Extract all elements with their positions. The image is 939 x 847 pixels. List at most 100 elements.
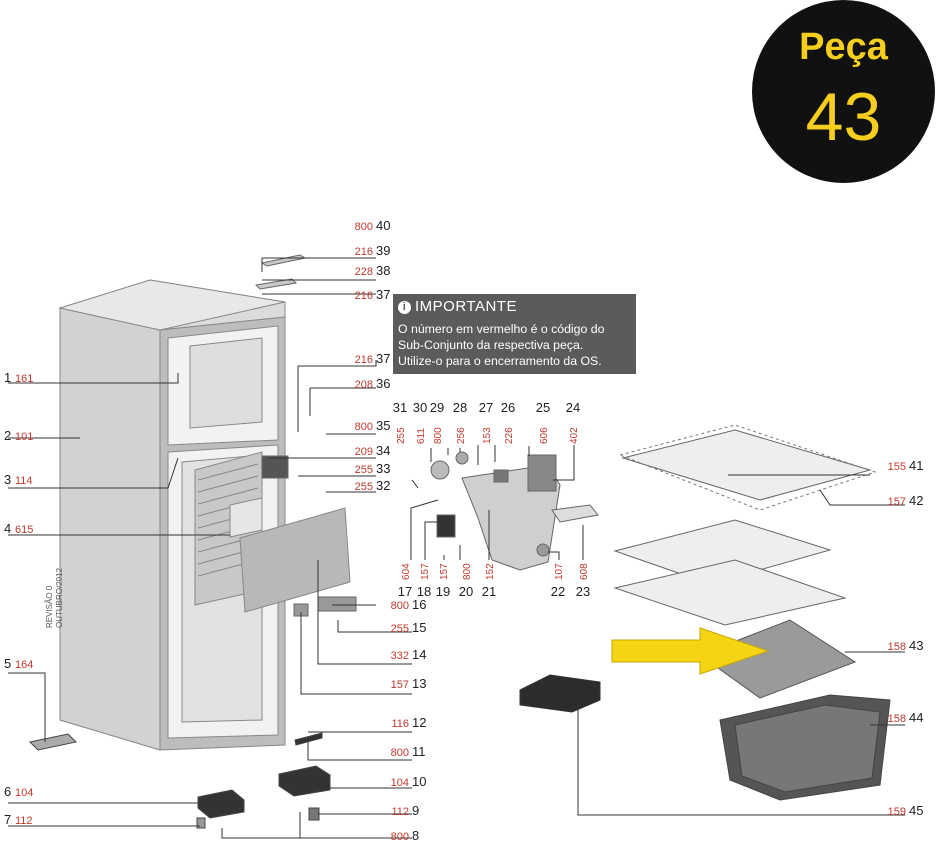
callout-code: 157 xyxy=(888,496,906,508)
notice-title: IMPORTANTE xyxy=(415,298,517,315)
callout-number: 43 xyxy=(909,638,923,653)
highlight-arrow xyxy=(611,627,770,675)
callout-number: 4 xyxy=(4,521,11,536)
callout-number: 32 xyxy=(376,478,390,493)
callout-code: 164 xyxy=(15,659,33,671)
callout-number: 41 xyxy=(909,458,923,473)
callout-code: 216 xyxy=(355,246,373,258)
mechanism-number: 30 xyxy=(413,400,427,415)
wire-shelves xyxy=(613,429,872,626)
callout-code: 112 xyxy=(391,806,409,818)
mechanism-number: 18 xyxy=(417,584,431,599)
shelf-selection-box xyxy=(618,424,877,511)
callout-number: 37 xyxy=(376,351,390,366)
mechanism-number: 24 xyxy=(566,400,580,415)
mechanism-code: 800 xyxy=(433,427,444,444)
callout-number: 44 xyxy=(909,710,923,725)
mechanism-code: 107 xyxy=(554,563,565,580)
callout-code: 208 xyxy=(355,379,373,391)
callout-code: 800 xyxy=(391,600,409,612)
mechanism-number: 21 xyxy=(482,584,496,599)
mechanism-code: 255 xyxy=(396,427,407,444)
mechanism-code: 256 xyxy=(456,427,467,444)
callout-number: 7 xyxy=(4,812,11,827)
callout-number: 14 xyxy=(412,647,426,662)
callout-number: 2 xyxy=(4,428,11,443)
notice-line: O número em vermelho é o código do xyxy=(398,322,605,336)
mechanism-code: 402 xyxy=(569,427,580,444)
callout-code: 158 xyxy=(888,713,906,725)
callout-number: 5 xyxy=(4,656,11,671)
door-shelf xyxy=(519,674,601,713)
svg-text:OUTUBRO/2012: OUTUBRO/2012 xyxy=(55,567,64,628)
evaporator-assembly xyxy=(194,451,351,613)
mechanism-number: 22 xyxy=(551,584,565,599)
mechanism-code: 606 xyxy=(539,427,550,444)
mechanism-number: 19 xyxy=(436,584,450,599)
callout-code: 800 xyxy=(391,831,409,843)
callout-number: 1 xyxy=(4,370,11,385)
badge-number: 43 xyxy=(805,79,882,155)
leader-lines xyxy=(8,257,905,839)
callout-number: 34 xyxy=(376,443,390,458)
glass-shelf xyxy=(698,619,857,699)
mechanism-number: 23 xyxy=(576,584,590,599)
mechanism-number: 26 xyxy=(501,400,515,415)
callout-number: 42 xyxy=(909,493,923,508)
callout-number: 16 xyxy=(412,597,426,612)
callout-code: 161 xyxy=(15,373,33,385)
callout-code: 157 xyxy=(391,679,409,691)
callout-code: 800 xyxy=(355,421,373,433)
mechanism-code: 604 xyxy=(401,563,412,580)
callout-number: 6 xyxy=(4,784,11,799)
mechanism-number: 25 xyxy=(536,400,550,415)
mechanism-number: 27 xyxy=(479,400,493,415)
callout-number: 40 xyxy=(376,218,390,233)
mechanism-number: 31 xyxy=(393,400,407,415)
notice-body: O número em vermelho é o código do Sub-C… xyxy=(398,321,638,369)
mechanism-number: 17 xyxy=(398,584,412,599)
callout-code: 332 xyxy=(391,650,409,662)
callout-code: 255 xyxy=(391,623,409,635)
mechanism-code: 153 xyxy=(482,427,493,444)
callout-number: 3 xyxy=(4,472,11,487)
mechanism-code: 800 xyxy=(462,563,473,580)
revision-text: REVISÃO 0 OUTUBRO/2012 xyxy=(45,567,64,628)
callout-number: 37 xyxy=(376,287,390,302)
callout-number: 10 xyxy=(412,774,426,789)
mechanism-number: 28 xyxy=(453,400,467,415)
callout-code: 104 xyxy=(15,787,33,799)
vegetable-drawer xyxy=(719,694,891,801)
callout-number: 36 xyxy=(376,376,390,391)
mechanism-code: 611 xyxy=(416,428,427,444)
mechanism-code: 157 xyxy=(439,563,450,580)
callout-code: 158 xyxy=(888,641,906,653)
callout-code: 101 xyxy=(15,431,33,443)
callout-code: 228 xyxy=(355,266,373,278)
callout-code: 800 xyxy=(355,221,373,233)
mechanism-number: 29 xyxy=(430,400,444,415)
notice-line: Sub-Conjunto da respectiva peça. xyxy=(398,338,584,352)
callout-code: 255 xyxy=(355,464,373,476)
badge-word: Peça xyxy=(799,26,888,68)
part-badge: Peça 43 xyxy=(752,0,935,183)
mechanism-code: 608 xyxy=(579,563,590,580)
callout-number: 8 xyxy=(412,828,419,843)
mechanism-code: 157 xyxy=(420,563,431,580)
callout-number: 11 xyxy=(412,744,426,759)
callout-number: 15 xyxy=(412,620,426,635)
callout-number: 39 xyxy=(376,243,390,258)
callout-number: 38 xyxy=(376,263,390,278)
callout-code: 800 xyxy=(391,747,409,759)
callout-code: 255 xyxy=(355,481,373,493)
bottom-parts xyxy=(28,732,331,829)
part-callouts: 4080039216382283721637216362083580034209… xyxy=(4,218,923,843)
control-mechanism xyxy=(430,451,599,571)
callout-code: 216 xyxy=(355,354,373,366)
callout-code: 112 xyxy=(15,815,33,827)
